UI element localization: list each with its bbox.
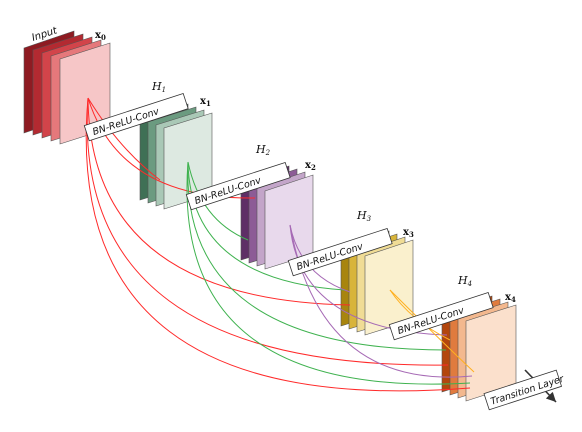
x4-label-main: x [505,292,512,303]
x0-label-sub: 0 [101,33,106,42]
h4-label: H4 [457,274,472,288]
x2-label-main: x [305,160,312,171]
h2-label: H2 [255,143,271,157]
connection-x1-x2 [187,161,249,241]
x3-label-main: x [403,227,410,238]
op-box-2-frame [185,161,291,211]
x1-label-main: x [200,96,207,107]
x4-label: x4 [505,292,516,304]
op-box-4-frame [388,291,494,341]
block-x1: H1 x1 [139,80,213,210]
connection-x0-transition [85,97,471,392]
x3-label-sub: 3 [409,230,414,239]
connection-x1-transition [186,161,471,385]
h4-label-sub: 4 [467,280,472,288]
op-box-3-frame [287,227,393,277]
x1-label: x1 [200,96,211,108]
transition-box-frame [483,369,563,411]
x3-label: x3 [403,227,414,239]
x0-label: x0 [95,30,106,42]
h1-label-main: H [151,80,162,93]
block-x3: H3 x3 [340,209,414,336]
connection-x0-x1 [87,97,161,181]
h1-label-sub: 1 [162,86,166,94]
connection-x1-x3 [187,161,346,291]
connection-x0-x3 [87,97,351,306]
block-x2: H2 x2 [240,143,316,270]
h3-label-main: H [356,209,367,222]
x0-label-main: x [95,30,102,41]
connection-x3-transition [389,289,475,373]
h1-label: H1 [151,80,166,94]
x2-label: x2 [305,160,316,172]
h3-label: H3 [356,209,372,223]
connection-x0-x4 [86,97,449,366]
block-x4: H4 x4 [441,274,517,402]
h4-label-main: H [457,274,468,287]
h2-label-sub: 2 [265,149,271,157]
op-box-1-frame [83,92,189,142]
x2-label-sub: 2 [311,163,316,172]
x1-label-sub: 1 [206,99,211,108]
h3-label-sub: 3 [367,215,372,223]
h2-label-main: H [255,143,266,156]
x4-label-sub: 4 [511,295,516,304]
